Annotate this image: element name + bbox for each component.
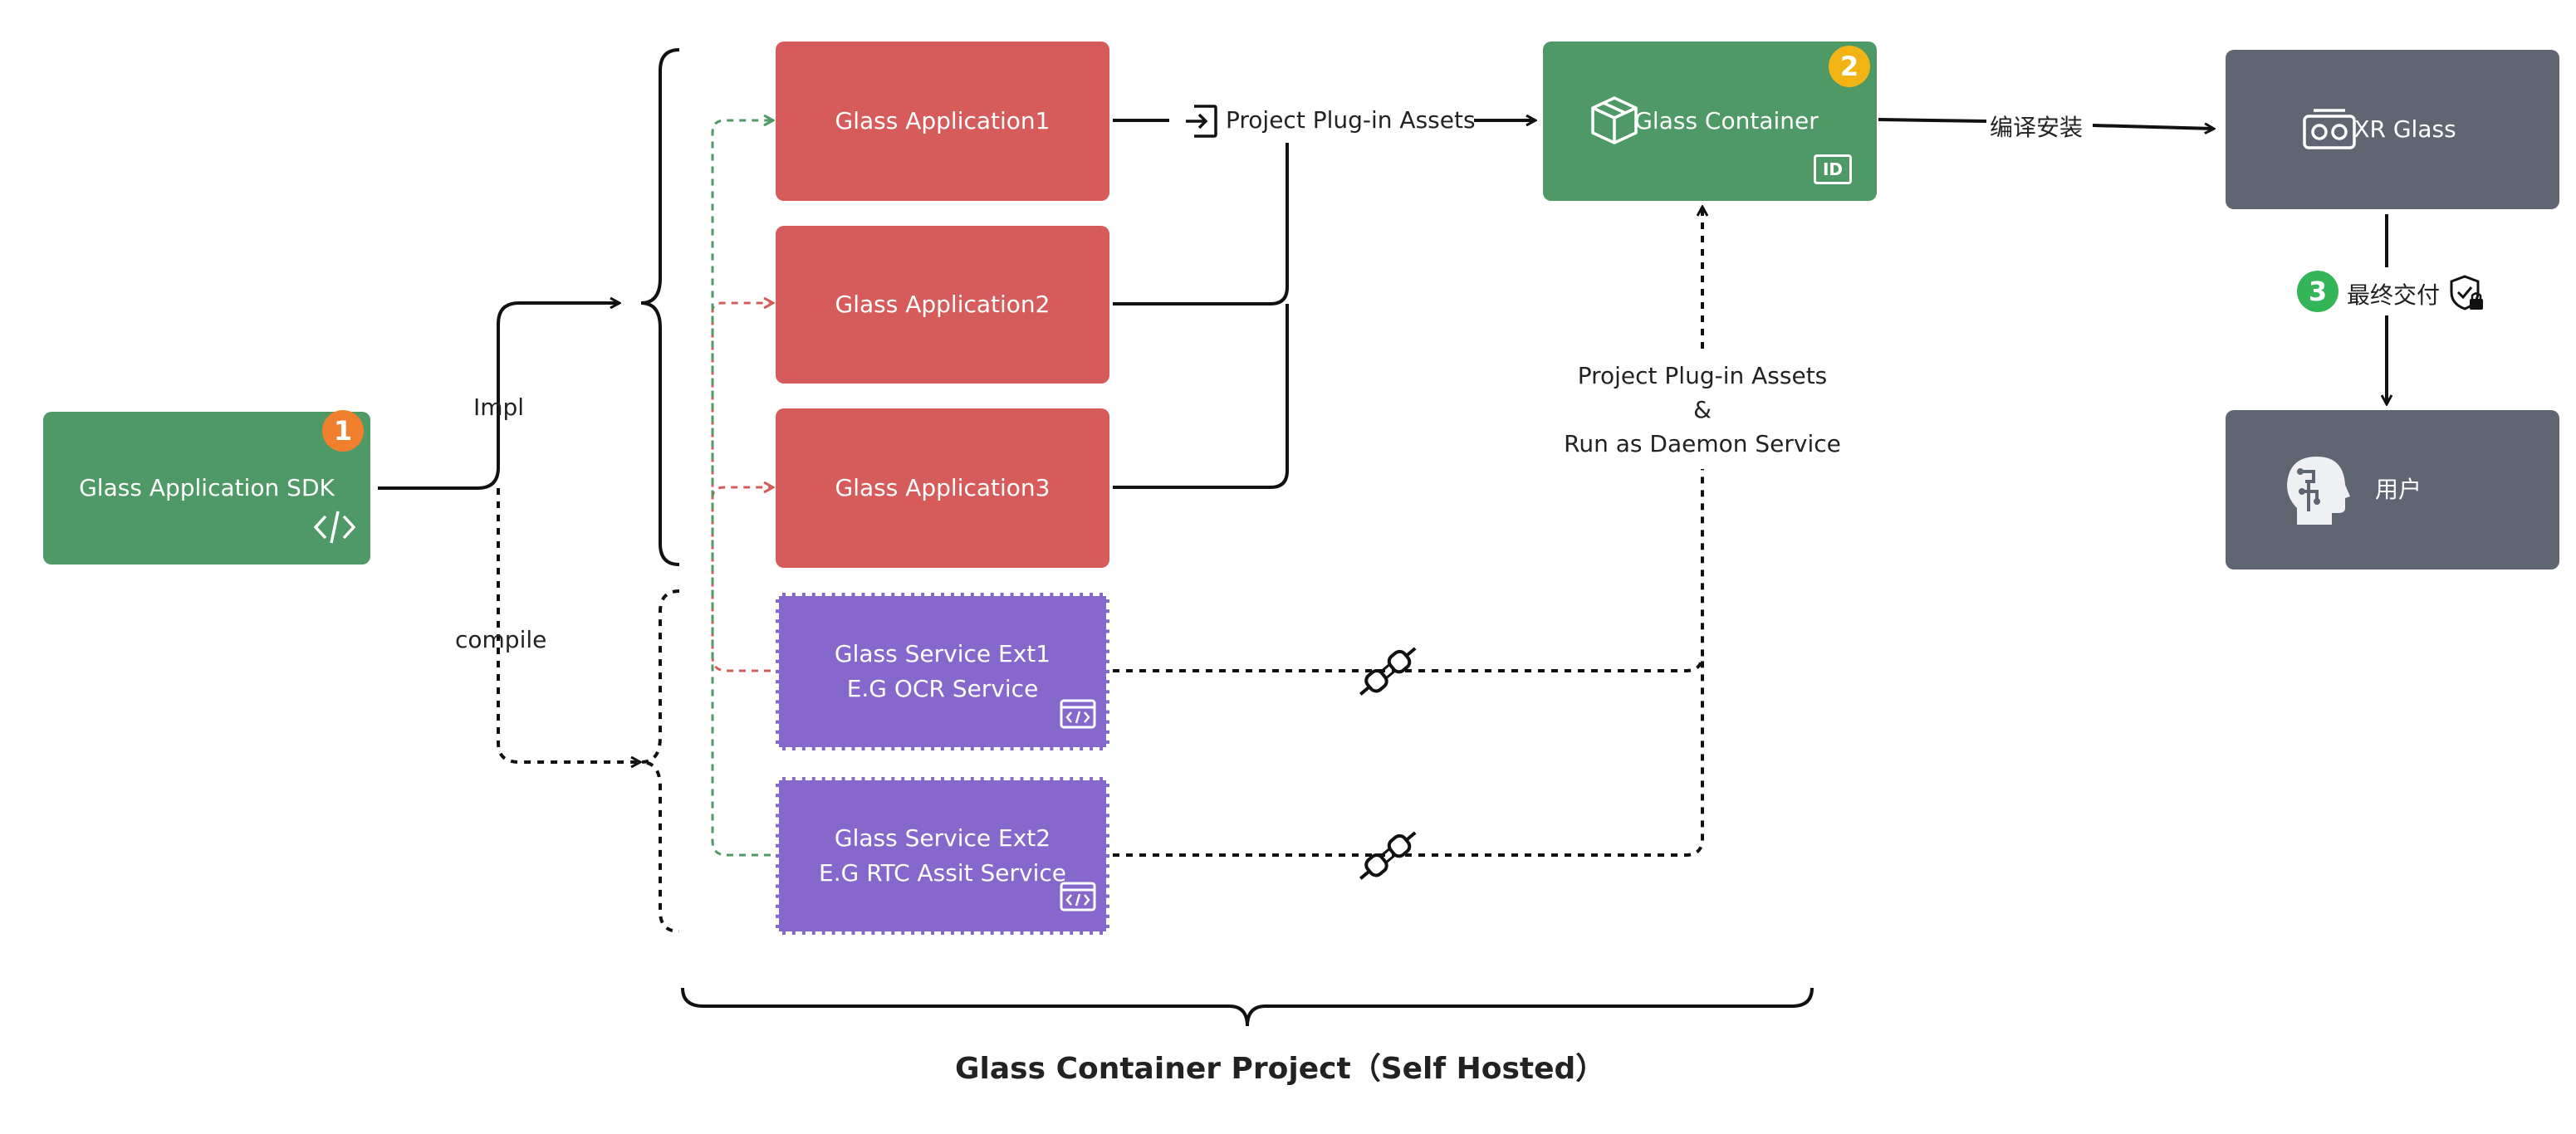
services-brace <box>640 589 680 933</box>
plug-icon-ext1 <box>1359 647 1417 696</box>
daemon-line-3: Run as Daemon Service <box>1564 430 1841 457</box>
container-to-xr-2 <box>2092 125 2213 129</box>
project-brace <box>681 987 1814 1027</box>
plugin-assets-label: Project Plug-in Assets <box>1226 106 1476 134</box>
app3-to-assets <box>1113 304 1289 489</box>
service-node-2[interactable]: Glass Service Ext2 E.G RTC Assit Service <box>776 777 1109 935</box>
daemon-line-2: & <box>1693 396 1712 423</box>
install-label: 编译安装 <box>1990 114 2084 141</box>
apps-brace <box>640 48 680 566</box>
app-1-label: Glass Application1 <box>835 107 1050 134</box>
ext2-to-container <box>1113 656 1704 857</box>
box-icon <box>1591 96 1638 144</box>
app2-to-assets <box>1113 143 1289 305</box>
app-node-2[interactable]: Glass Application2 <box>776 226 1109 384</box>
impl-label: Impl <box>473 393 525 421</box>
vr-headset-icon <box>2303 109 2356 149</box>
service-2-line2: E.G RTC Assit Service <box>819 859 1066 887</box>
ext2-dependency-line <box>711 120 772 857</box>
import-icon <box>1186 105 1217 138</box>
impl-edge <box>378 303 619 490</box>
id-tag-text: ID <box>1822 159 1844 179</box>
service-1-line1: Glass Service Ext1 <box>834 640 1051 667</box>
plug-icon-ext2 <box>1359 831 1417 880</box>
app-node-3[interactable]: Glass Application3 <box>776 408 1109 568</box>
container-to-xr <box>1878 118 1987 123</box>
ext1-to-app3 <box>711 487 772 499</box>
id-tag: ID <box>1814 154 1852 184</box>
xr-glass-label: XR Glass <box>2353 115 2456 143</box>
sdk-node[interactable]: Glass Application SDK 1 <box>43 410 370 565</box>
service-node-1[interactable]: Glass Service Ext1 E.G OCR Service <box>776 593 1109 750</box>
daemon-label: Project Plug-in Assets & Run as Daemon S… <box>1561 359 1844 461</box>
glass-container-label: Glass Container <box>1634 107 1819 134</box>
delivery-label: 最终交付 <box>2347 281 2441 309</box>
app-2-label: Glass Application2 <box>835 291 1050 318</box>
daemon-line-1: Project Plug-in Assets <box>1577 362 1828 389</box>
compile-edge <box>497 488 639 762</box>
head-brain-icon <box>2287 457 2350 525</box>
glass-container-node[interactable]: Glass Container 2 ID <box>1543 42 1877 201</box>
step-2-badge: 2 <box>1829 46 1870 87</box>
code-icon <box>314 511 355 544</box>
code-window-icon <box>1060 882 1096 912</box>
service-1-line2: E.G OCR Service <box>846 675 1039 702</box>
step-3-badge: 3 <box>2297 271 2338 312</box>
ext1-to-container <box>1113 469 1704 672</box>
user-label: 用户 <box>2374 476 2422 503</box>
project-title: Glass Container Project（Self Hosted） <box>955 1052 1606 1086</box>
code-window-icon <box>1060 699 1096 729</box>
app-node-1[interactable]: Glass Application1 <box>776 42 1109 201</box>
xr-glass-node[interactable]: XR Glass <box>2226 50 2559 209</box>
step-1-badge: 1 <box>322 410 364 452</box>
compile-label: compile <box>455 626 547 653</box>
service-2-line1: Glass Service Ext2 <box>834 824 1051 852</box>
app-3-label: Glass Application3 <box>835 474 1050 501</box>
user-node[interactable]: 用户 <box>2226 410 2559 569</box>
sdk-label: Glass Application SDK <box>79 474 335 501</box>
shield-lock-icon <box>2450 275 2483 310</box>
